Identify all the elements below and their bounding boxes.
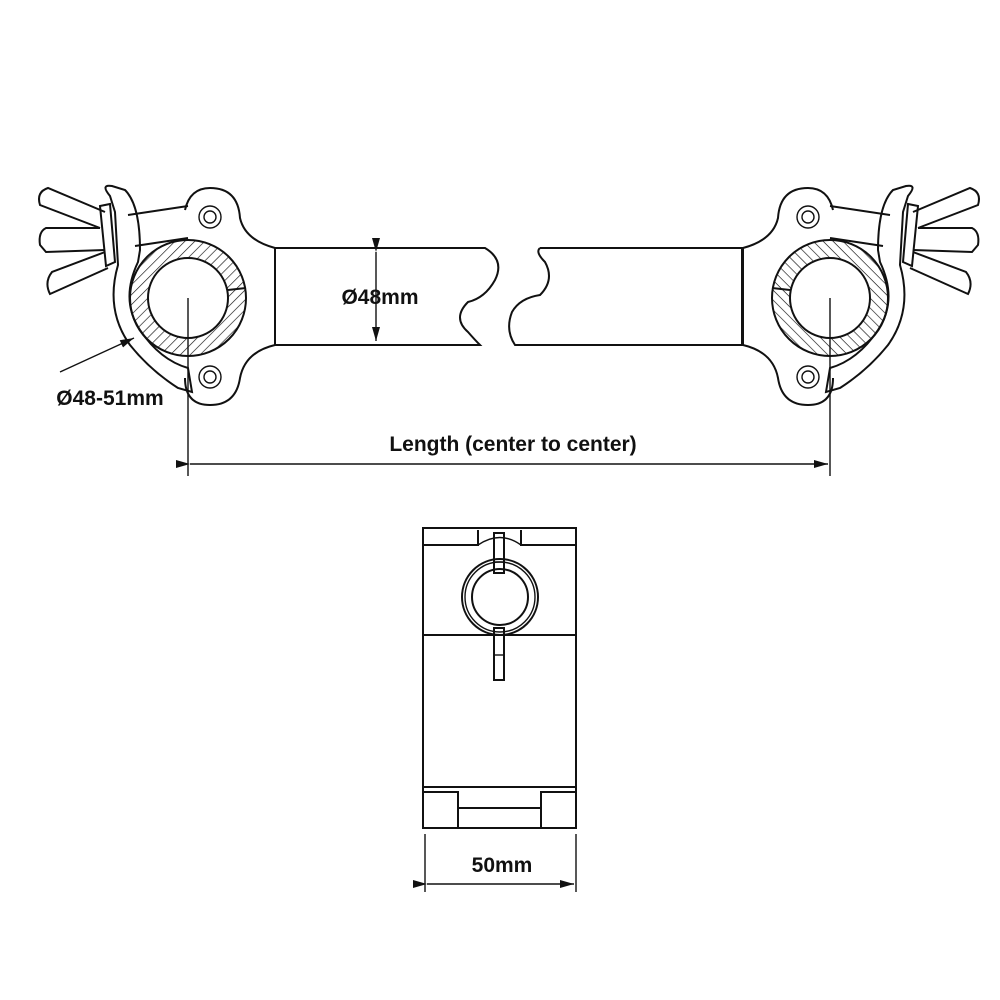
clamp-range-label: Ø48-51mm [56,387,163,410]
right-clamp [742,184,980,406]
left-clamp [38,184,276,406]
side-view [422,527,577,829]
tube [275,247,743,346]
length-label: Length (center to center) [389,433,636,456]
clamp-range-leader [59,337,135,373]
width-label: 50mm [472,854,533,877]
tube-diameter-label: Ø48mm [341,286,418,309]
